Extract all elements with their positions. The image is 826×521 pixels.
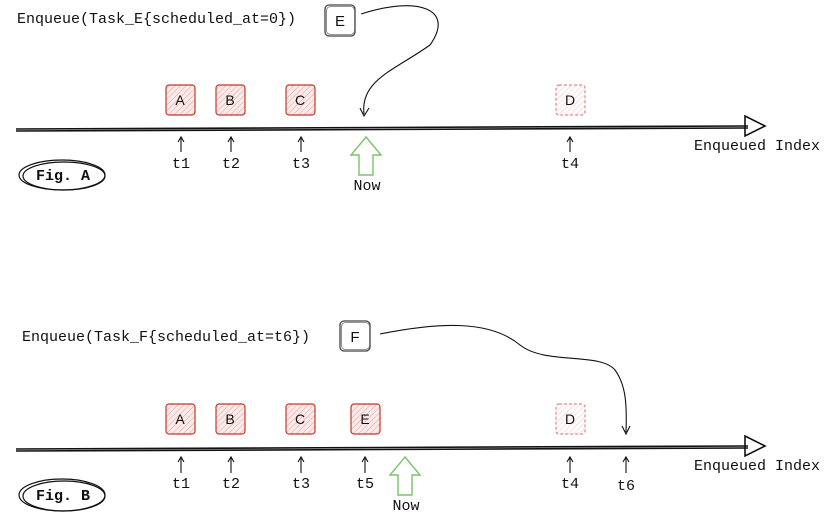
timeline-a	[15, 114, 767, 138]
tick-label: t3	[292, 156, 310, 173]
figure-a: Enqueue(Task_E{scheduled_at=0}) E A B C …	[15, 4, 820, 195]
task-box-b-b: B	[215, 403, 246, 435]
task-box-c-b: C	[285, 403, 316, 435]
task-box-d-b: D	[555, 403, 586, 435]
now-label-b: Now	[392, 498, 419, 515]
tick-label: t6	[617, 478, 635, 495]
tick-label: t4	[561, 476, 579, 493]
task-box-d-a: D	[555, 84, 586, 116]
now-label-a: Now	[353, 178, 380, 195]
fig-label-b: Fig. B	[36, 488, 90, 505]
enqueue-curve-a-head	[359, 107, 370, 118]
enqueue-curve-a	[360, 5, 439, 115]
task-label: A	[175, 411, 185, 427]
tick-arrows-b	[177, 455, 630, 473]
figure-b: Enqueue(Task_F{scheduled_at=t6}) F A B C…	[15, 320, 820, 515]
fig-label-badge-b: Fig. B	[18, 478, 106, 512]
tick-label: t1	[172, 476, 190, 493]
task-box-b-a: B	[215, 84, 246, 116]
tick-label: t5	[356, 476, 374, 493]
tick-arrows-a	[177, 135, 574, 152]
fig-label-badge-a: Fig. A	[18, 159, 106, 191]
now-arrow-icon	[388, 455, 422, 496]
task-box-e-b: E	[350, 403, 381, 435]
tick-label: t4	[561, 156, 579, 173]
tick-label: t2	[222, 156, 240, 173]
task-box-c-a: C	[285, 84, 316, 116]
enqueue-curve-b	[379, 324, 627, 433]
tick-label: t1	[172, 156, 190, 173]
task-label: D	[565, 92, 575, 108]
enqueue-curve-b-head	[621, 425, 631, 436]
enqueue-label-b: Enqueue(Task_F{scheduled_at=t6})	[22, 329, 310, 346]
axis-label-b: Enqueued Index	[694, 458, 820, 475]
fig-label-a: Fig. A	[36, 168, 90, 185]
tick-label: t2	[222, 476, 240, 493]
timeline-b	[15, 434, 767, 458]
new-task-box-e: E	[324, 4, 356, 37]
task-label: C	[295, 411, 305, 427]
task-label: A	[175, 92, 185, 108]
new-task-label-b: F	[350, 329, 359, 346]
task-label: E	[360, 411, 369, 427]
task-label: D	[565, 411, 575, 427]
tick-label: t3	[292, 476, 310, 493]
new-task-label-a: E	[335, 13, 345, 30]
task-box-a-a: A	[165, 84, 196, 116]
enqueue-label-a: Enqueue(Task_E{scheduled_at=0})	[17, 11, 296, 28]
new-task-box-f: F	[339, 320, 371, 352]
task-label: B	[225, 411, 234, 427]
task-label: B	[225, 92, 234, 108]
task-label: C	[295, 92, 305, 108]
now-arrow-icon	[349, 135, 383, 176]
task-box-a-b: A	[165, 403, 196, 435]
axis-label-a: Enqueued Index	[694, 138, 820, 155]
